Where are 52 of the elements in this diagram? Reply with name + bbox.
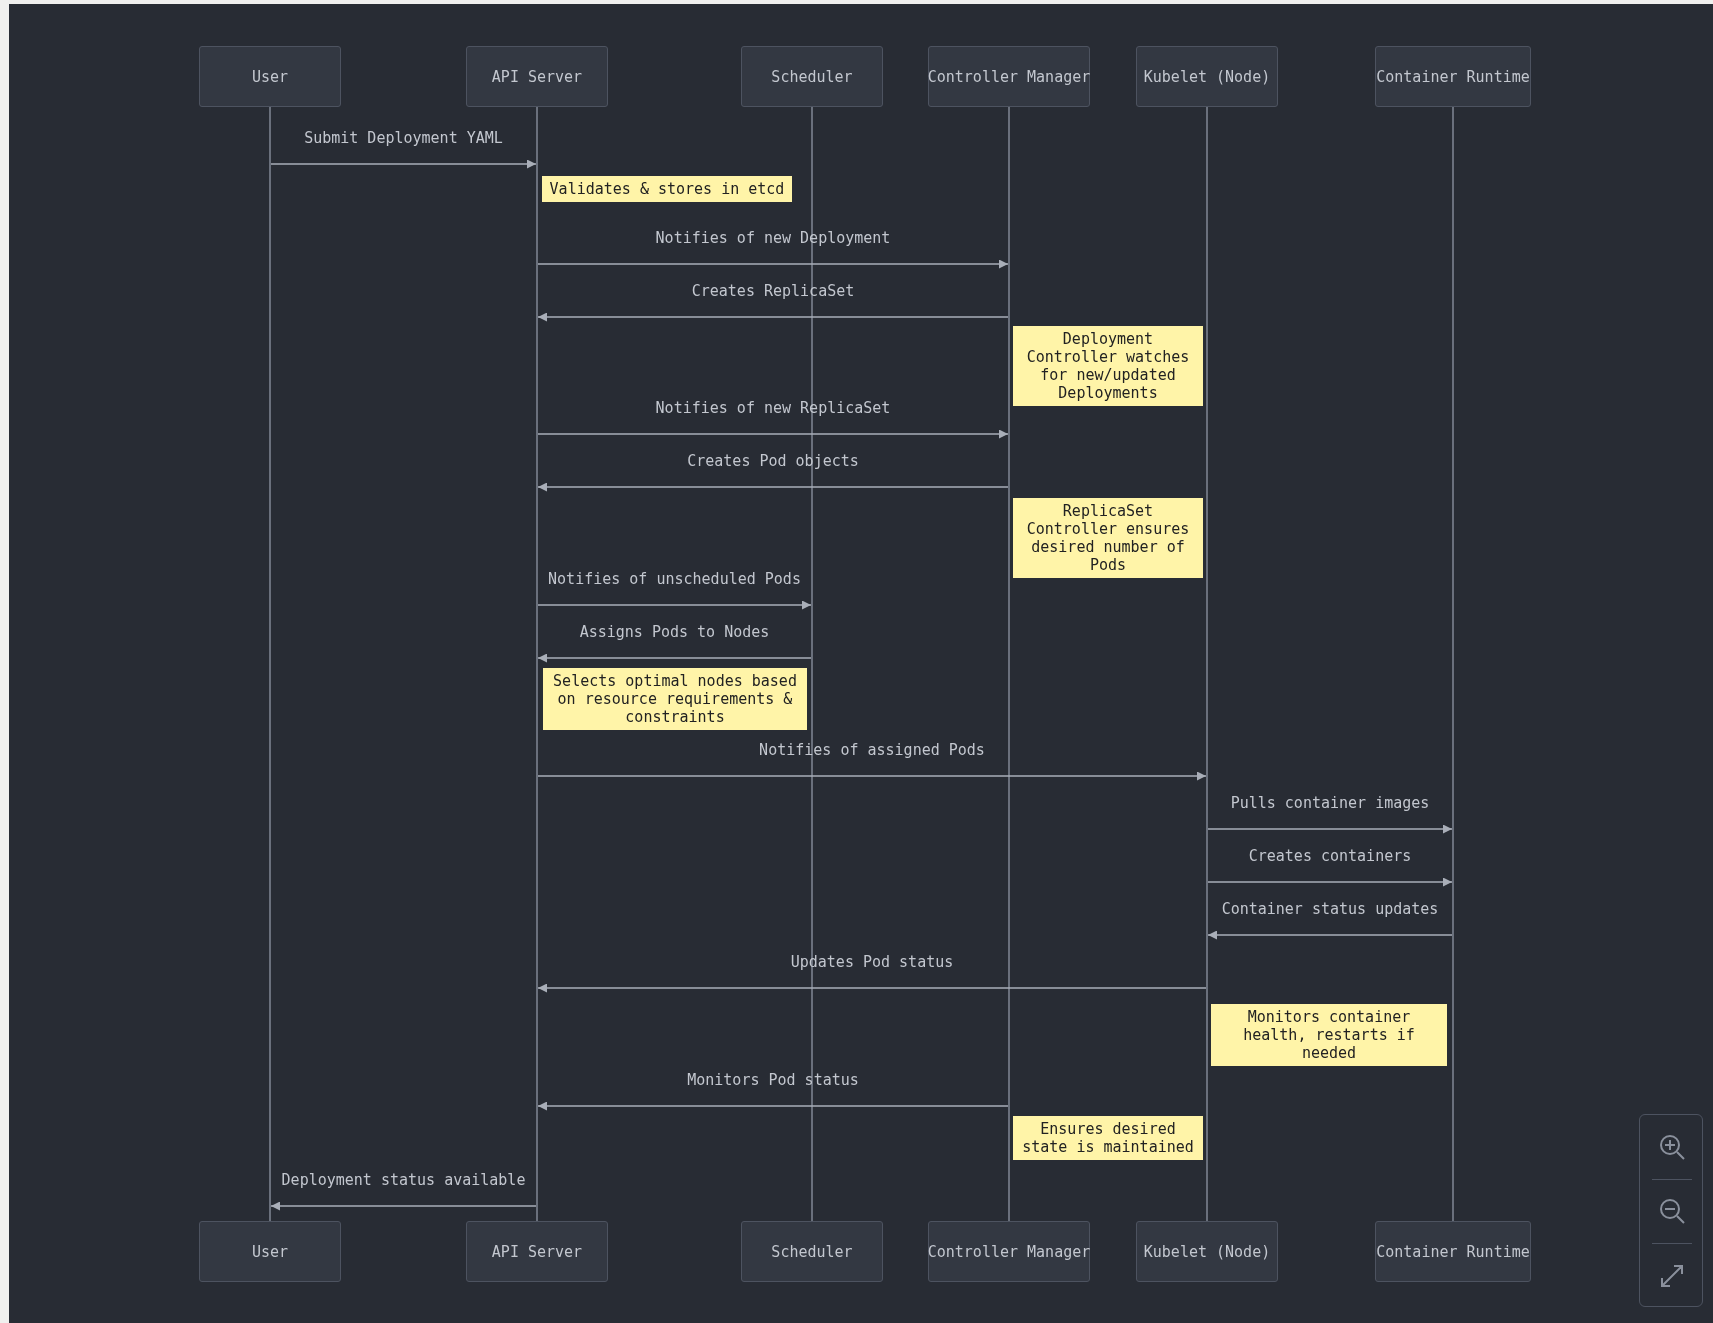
note-box: Validates & stores in etcd bbox=[542, 176, 792, 202]
message-arrow bbox=[537, 1101, 1009, 1111]
message-arrow bbox=[270, 1201, 537, 1211]
edge-label: Submit Deployment YAML bbox=[304, 129, 503, 147]
note-box: Monitors container health, restarts if needed bbox=[1211, 1004, 1447, 1066]
message-arrow bbox=[537, 312, 1009, 322]
lifeline bbox=[1206, 107, 1208, 1221]
message-arrow bbox=[537, 429, 1009, 439]
participant-box: API Server bbox=[466, 1221, 608, 1282]
participant-box: Scheduler bbox=[741, 46, 883, 107]
message-arrow bbox=[1207, 930, 1453, 940]
participant-box: Kubelet (Node) bbox=[1136, 46, 1278, 107]
message-arrow bbox=[537, 600, 812, 610]
edge-label: Notifies of unscheduled Pods bbox=[548, 570, 801, 588]
message-arrow bbox=[270, 159, 537, 169]
edge-label: Creates containers bbox=[1248, 847, 1412, 865]
edge-label: Updates Pod status bbox=[790, 953, 954, 971]
edge-label: Notifies of new Deployment bbox=[655, 229, 891, 247]
edge-label: Pulls container images bbox=[1230, 794, 1430, 812]
lifeline bbox=[811, 107, 813, 1221]
edge-label: Notifies of new ReplicaSet bbox=[655, 399, 891, 417]
note-box: Selects optimal nodes based on resource requirements & constraints bbox=[543, 668, 807, 730]
participant-box: Container Runtime bbox=[1375, 1221, 1531, 1282]
message-arrow bbox=[537, 983, 1207, 993]
edge-label: Container status updates bbox=[1221, 900, 1439, 918]
participant-box: User bbox=[199, 46, 341, 107]
edge-label: Notifies of assigned Pods bbox=[759, 741, 985, 759]
message-arrow bbox=[1207, 877, 1453, 887]
edge-label: Creates Pod objects bbox=[687, 452, 859, 470]
edge-label: Assigns Pods to Nodes bbox=[579, 623, 770, 641]
message-arrow bbox=[537, 771, 1207, 781]
message-arrow bbox=[537, 259, 1009, 269]
participant-box: Kubelet (Node) bbox=[1136, 1221, 1278, 1282]
edge-label: Deployment status available bbox=[281, 1171, 526, 1189]
participant-box: User bbox=[199, 1221, 341, 1282]
edge-label: Monitors Pod status bbox=[687, 1071, 859, 1089]
note-box: ReplicaSet Controller ensures desired number of Pods bbox=[1013, 498, 1203, 578]
note-box: Ensures desired state is maintained bbox=[1013, 1116, 1203, 1160]
message-arrow bbox=[537, 653, 812, 663]
note-box: Deployment Controller watches for new/updated Deployments bbox=[1013, 326, 1203, 406]
edge-label: Creates ReplicaSet bbox=[691, 282, 855, 300]
lifeline bbox=[1452, 107, 1454, 1221]
lifeline bbox=[536, 107, 538, 1221]
message-arrow bbox=[537, 482, 1009, 492]
message-arrow bbox=[1207, 824, 1453, 834]
lifeline bbox=[1008, 107, 1010, 1221]
lifeline bbox=[269, 107, 271, 1221]
participant-box: Controller Manager bbox=[928, 1221, 1090, 1282]
participant-box: API Server bbox=[466, 46, 608, 107]
participant-box: Container Runtime bbox=[1375, 46, 1531, 107]
participant-box: Controller Manager bbox=[928, 46, 1090, 107]
participant-box: Scheduler bbox=[741, 1221, 883, 1282]
